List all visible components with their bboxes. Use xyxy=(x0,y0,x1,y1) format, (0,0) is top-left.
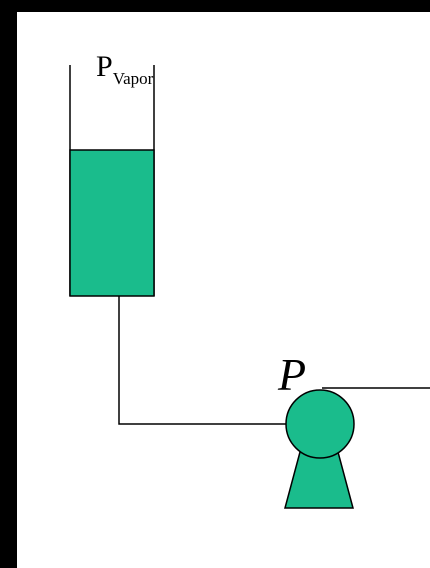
vapor-pressure-label: PVapor xyxy=(96,50,154,88)
pump-body xyxy=(285,389,355,459)
vapor-pressure-symbol: P xyxy=(96,50,113,83)
tank-liquid xyxy=(69,149,155,297)
pump-pressure-label: P xyxy=(277,349,306,400)
vapor-pressure-subscript: Vapor xyxy=(113,69,154,88)
pump-base xyxy=(284,451,354,509)
suction-pipe xyxy=(118,296,288,425)
